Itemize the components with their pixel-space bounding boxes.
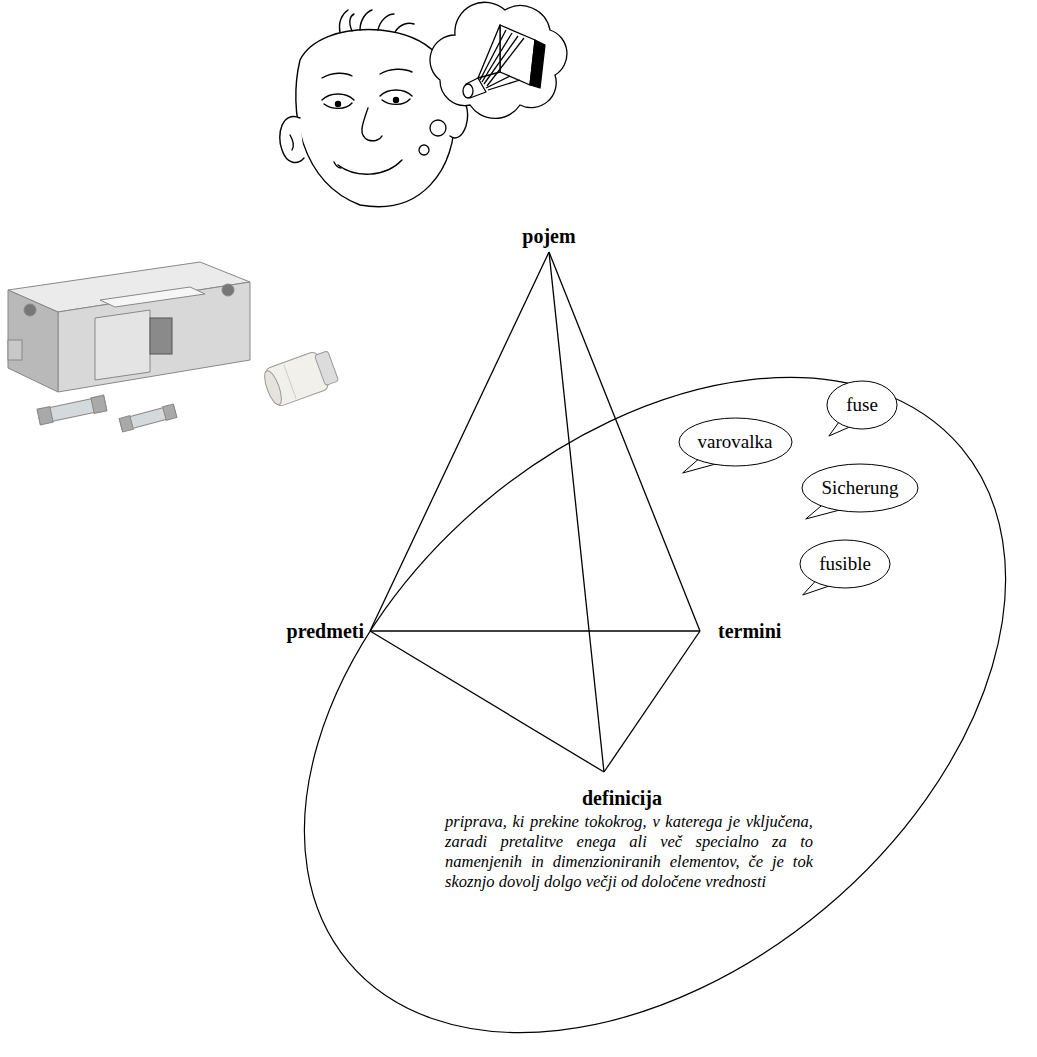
circuit-breaker	[8, 262, 250, 392]
drawing-part	[119, 405, 176, 431]
drawing-part	[150, 318, 172, 354]
drawing-part	[419, 145, 429, 155]
drawing-part	[336, 102, 341, 107]
drawing-part	[362, 108, 382, 141]
drawing-part	[463, 84, 473, 98]
definition-text: priprava, ki prekine tokokrog, v katereg…	[445, 812, 813, 892]
drawing-part	[338, 160, 402, 174]
vertex-label: predmeti	[287, 619, 364, 643]
drawing-part	[315, 351, 339, 386]
drawing-part	[290, 135, 293, 150]
drawing-part	[488, 80, 520, 90]
drawing-part	[95, 310, 150, 380]
drawing-part	[24, 304, 36, 316]
drawing-part	[8, 340, 22, 360]
drawing-part	[8, 290, 58, 392]
drawing-part	[280, 116, 304, 162]
drawing-part	[334, 162, 341, 168]
drawing-part	[480, 30, 506, 80]
term-text: fusible	[819, 553, 871, 575]
drawing-part	[378, 14, 394, 30]
term-text: Sicherung	[821, 477, 898, 499]
drawing-part	[350, 14, 354, 31]
drawing-part	[394, 98, 399, 103]
term-bubble: fuse	[826, 380, 898, 430]
drawing-part	[430, 120, 446, 136]
definition-region: termini definicijapriprava, ki prekine to…	[300, 372, 1012, 1038]
drawing-part	[261, 369, 285, 407]
drawing-part	[322, 73, 352, 78]
term-text: fuse	[846, 394, 878, 416]
bubble-text-group: fusible	[819, 553, 871, 575]
drawing-part	[37, 407, 53, 425]
drawing-part	[360, 10, 372, 30]
term-bubble: fusible	[799, 539, 891, 589]
thinking-head	[280, 10, 468, 207]
terminology-tetrahedron	[370, 252, 700, 772]
glass-fuse	[119, 404, 177, 432]
bubble-text-group: varovalka	[698, 431, 773, 453]
drawing-part	[322, 94, 354, 100]
drawing-part	[549, 252, 604, 772]
thought-fuse-drawing	[463, 25, 545, 98]
drawing-part	[58, 282, 250, 392]
drawing-part	[395, 23, 414, 32]
region-outline	[300, 372, 1012, 1038]
drawing-part	[222, 284, 234, 296]
drawing-part	[430, 2, 567, 118]
thought-cloud	[419, 2, 567, 155]
glass-fuse	[37, 395, 107, 425]
drawing-part	[100, 287, 205, 307]
bubble-ellipse	[800, 540, 890, 588]
region-ellipse	[178, 245, 1037, 1057]
drawing-part	[380, 90, 412, 96]
drawing-part	[484, 36, 518, 84]
drawing-part	[284, 365, 296, 399]
term-bubble: varovalka	[678, 417, 793, 467]
drawing-part	[91, 395, 107, 413]
term-text: varovalka	[698, 431, 773, 453]
drawing-part	[370, 630, 700, 631]
drawing-part	[370, 252, 549, 631]
bubble-ellipse	[827, 381, 897, 429]
vertex-label: pojem	[522, 224, 575, 248]
drawing-part	[604, 631, 700, 772]
bubble-ellipse	[679, 418, 792, 466]
drawing-part	[482, 33, 512, 82]
drawing-part	[530, 40, 545, 88]
vertex-label: definicija	[582, 786, 662, 810]
drawing-part	[163, 404, 177, 420]
drawing-part	[119, 416, 133, 432]
drawing-part	[339, 10, 348, 32]
drawing-part	[370, 631, 604, 772]
drawing-part	[37, 396, 106, 424]
bubble-text-group: Sicherung	[821, 477, 898, 499]
bottle-fuse	[261, 347, 340, 409]
drawing-part	[380, 69, 412, 74]
bubble-ellipse	[802, 464, 918, 512]
vertex-label: termini	[718, 619, 781, 643]
bubble-text-group: fuse	[846, 394, 878, 416]
term-bubble: Sicherung	[801, 463, 919, 513]
